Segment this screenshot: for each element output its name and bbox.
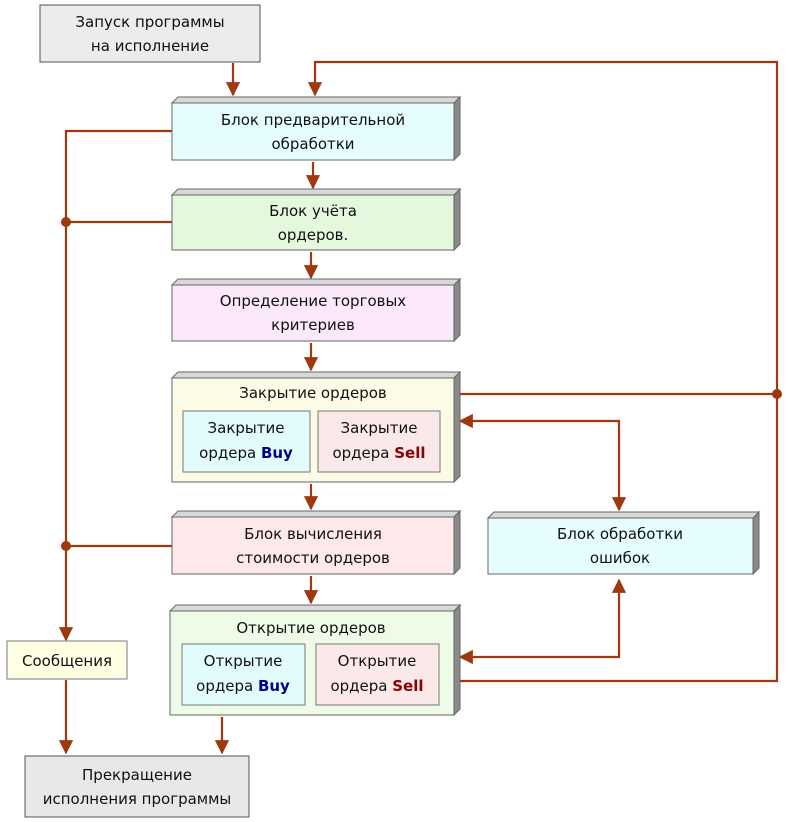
node-preproc: Блок предварительной обработки <box>170 95 462 162</box>
node-criteria-line-1: Определение торговых <box>220 292 407 310</box>
node-close-buy-line-2: ордера Buy <box>199 444 293 462</box>
node-errors: Блок обработки ошибок <box>486 510 761 576</box>
node-close-sell-line-1: Закрытие <box>341 419 418 437</box>
node-start-line-2: на исполнение <box>91 37 209 55</box>
node-preproc-line-2: обработки <box>271 135 354 153</box>
node-stop: Прекращение исполнения программы <box>24 755 250 818</box>
node-close-orders: Закрытие ордеров Закрытие ордера Buy Зак… <box>170 370 462 484</box>
node-start-line-1: Запуск программы <box>75 13 224 31</box>
arrow-errors-open-link <box>458 578 627 665</box>
node-start: Запуск программы на исполнение <box>39 4 261 63</box>
node-open-sell: Открытие ордера Sell <box>315 643 440 706</box>
node-accounting-line-2: ордеров. <box>278 226 349 244</box>
node-close-buy-line-1: Закрытие <box>208 419 285 437</box>
node-close-buy: Закрытие ордера Buy <box>182 410 311 473</box>
line-open-to-loop <box>458 394 779 683</box>
node-calc-line-1: Блок вычисления <box>244 525 382 543</box>
node-calc-line-2: стоимости ордеров <box>236 549 390 567</box>
node-criteria: Определение торговых критериев <box>170 277 462 343</box>
junction-dot-calc <box>61 541 71 551</box>
node-calc: Блок вычисления стоимости ордеров <box>170 509 462 576</box>
arrow-loop-to-preproc <box>307 60 779 394</box>
node-open-orders: Открытие ордеров Открытие ордера Buy Отк… <box>168 603 462 717</box>
node-accounting: Блок учёта ордеров. <box>170 187 462 252</box>
node-close-sell: Закрытие ордера Sell <box>317 410 441 473</box>
junction-dot-loop <box>772 389 782 399</box>
node-close-orders-title: Закрытие ордеров <box>239 384 387 402</box>
node-criteria-line-2: критериев <box>271 316 355 334</box>
line-preproc-to-messages <box>58 129 172 642</box>
node-open-orders-title: Открытие ордеров <box>236 619 385 637</box>
node-open-sell-line-1: Открытие <box>338 652 417 670</box>
node-messages-line-1: Сообщения <box>22 652 112 670</box>
node-open-buy: Открытие ордера Buy <box>181 643 306 706</box>
node-open-sell-line-2: ордера Sell <box>330 677 423 695</box>
node-close-sell-line-2: ордера Sell <box>332 444 425 462</box>
node-errors-line-2: ошибок <box>590 549 650 567</box>
node-messages: Сообщения <box>6 640 128 680</box>
node-errors-line-1: Блок обработки <box>557 525 683 543</box>
node-stop-line-1: Прекращение <box>82 766 192 784</box>
node-preproc-line-1: Блок предварительной <box>221 111 405 129</box>
node-open-buy-line-2: ордера Buy <box>196 677 290 695</box>
arrow-errors-close-link <box>458 413 627 512</box>
connectors <box>58 60 782 755</box>
node-accounting-line-1: Блок учёта <box>269 202 357 220</box>
node-open-buy-line-1: Открытие <box>204 652 283 670</box>
node-stop-line-2: исполнения программы <box>43 790 232 808</box>
junction-dot-accounting <box>61 217 71 227</box>
